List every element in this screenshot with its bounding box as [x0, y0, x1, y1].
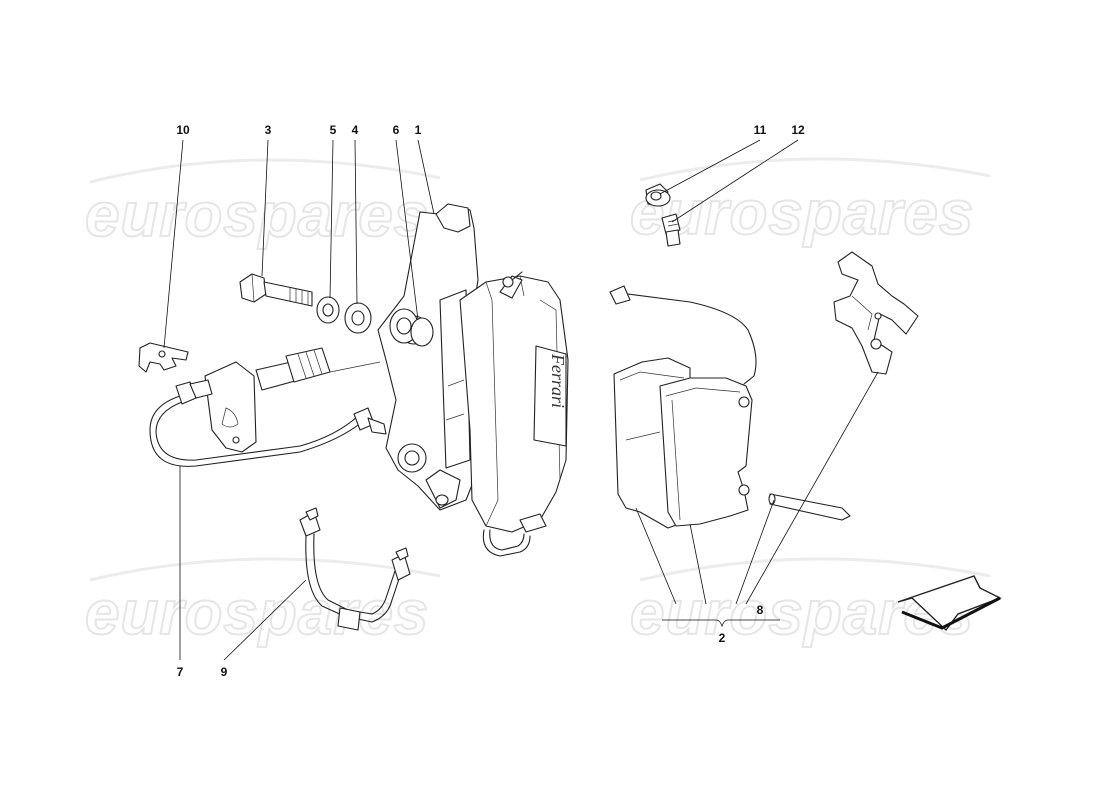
watermark-bottom-right: eurospares: [630, 579, 974, 648]
part-8-pin: [768, 493, 851, 521]
callout-7: 7: [177, 665, 184, 679]
callout-8: 8: [757, 603, 764, 617]
part-1-brake-caliper: Ferrari: [377, 203, 569, 557]
callout-6: 6: [393, 123, 400, 137]
callout-9: 9: [221, 665, 228, 679]
callout-5: 5: [330, 123, 337, 137]
callout-10: 10: [176, 123, 190, 137]
callout-4: 4: [352, 123, 359, 137]
watermark-top-left: eurospares: [85, 181, 429, 250]
callout-12: 12: [791, 123, 805, 137]
part-12-bleed-screw: [661, 213, 681, 247]
part-7-brake-hose: [149, 347, 387, 467]
callout-11: 11: [754, 123, 767, 137]
leader-lines: [163, 139, 879, 661]
part-3-bolt: [239, 273, 313, 307]
watermark-top-right: eurospares: [630, 179, 974, 248]
callout-2: 2: [719, 631, 726, 645]
part-11-bleed-cap: [645, 183, 671, 207]
part-2-brake-pads: [609, 285, 757, 529]
part-9-brake-pipe: [299, 507, 411, 631]
watermark-bottom-left: eurospares: [85, 579, 429, 648]
callouts: 10 3 5 4 6 1 11 12 7 9 2 8: [176, 123, 805, 679]
part-6-bush: [389, 308, 434, 347]
caliper-logo: Ferrari: [548, 353, 568, 408]
part-4-washer: [344, 302, 372, 334]
direction-arrow-icon: [897, 575, 1002, 632]
callout-1: 1: [415, 123, 422, 137]
part-5-washer: [316, 296, 340, 324]
callout-3: 3: [265, 123, 272, 137]
part-10-clip: [138, 342, 189, 373]
part-8-spring-clip: [833, 251, 919, 375]
